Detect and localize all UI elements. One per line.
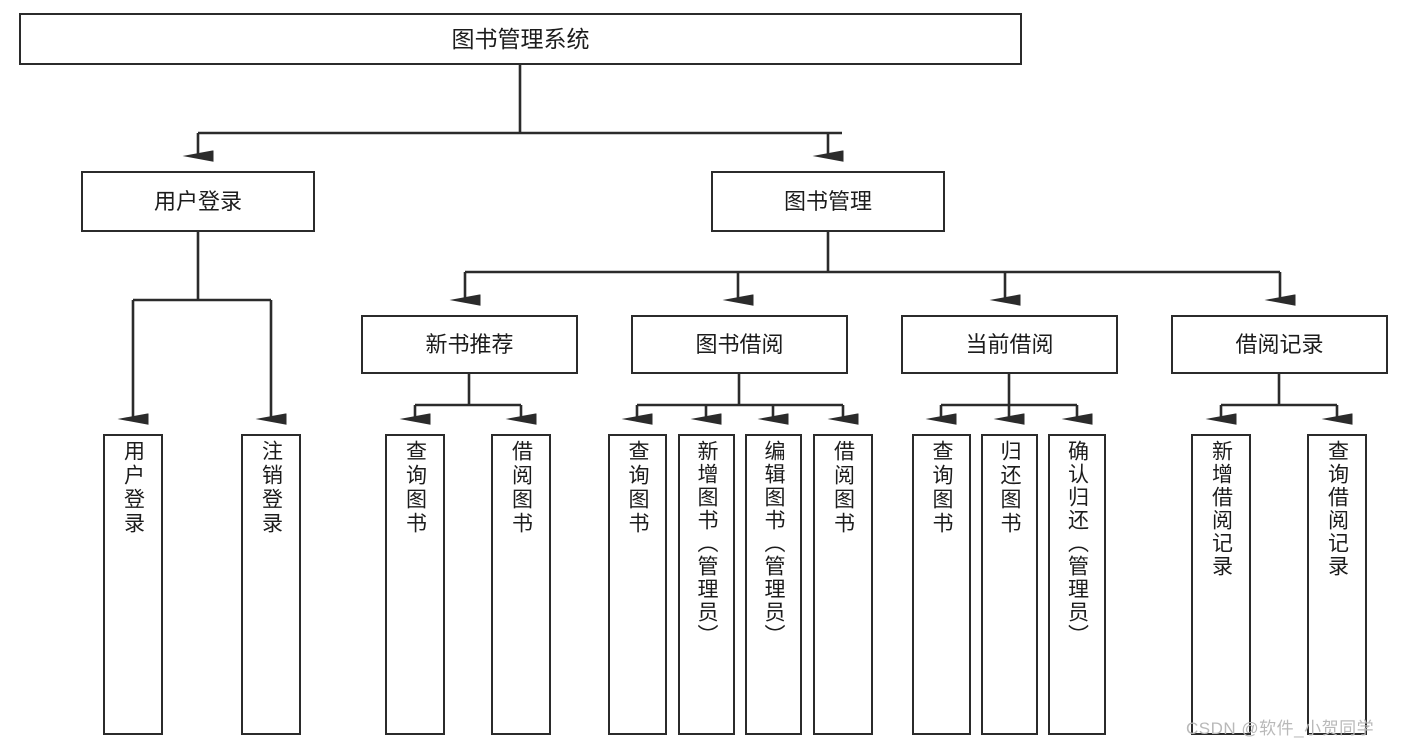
leaf-user-login[interactable]: 用户登录 bbox=[103, 434, 163, 735]
leaf-add-borrow-record[interactable]: 新增借阅记录 bbox=[1191, 434, 1251, 735]
leaf-query-book-current[interactable]: 查询图书 bbox=[912, 434, 971, 735]
node-label: 新增图书（管理员） bbox=[695, 440, 719, 647]
node-label: 新书推荐 bbox=[425, 331, 514, 357]
node-borrow-records[interactable]: 借阅记录 bbox=[1171, 315, 1388, 374]
node-book-borrow[interactable]: 图书借阅 bbox=[631, 315, 848, 374]
leaf-query-borrow-record[interactable]: 查询借阅记录 bbox=[1307, 434, 1367, 735]
leaf-add-book-admin[interactable]: 新增图书（管理员） bbox=[678, 434, 735, 735]
node-label: 新增借阅记录 bbox=[1209, 440, 1233, 578]
node-label: 用户登录 bbox=[153, 188, 242, 214]
node-label: 借阅记录 bbox=[1235, 331, 1324, 357]
leaf-query-book-recommend[interactable]: 查询图书 bbox=[385, 434, 445, 735]
node-label: 图书管理系统 bbox=[451, 25, 590, 52]
node-new-book-recommend[interactable]: 新书推荐 bbox=[361, 315, 578, 374]
node-label: 当前借阅 bbox=[965, 331, 1054, 357]
node-label: 查询图书 bbox=[403, 440, 427, 536]
node-label: 用户登录 bbox=[121, 440, 145, 536]
node-label: 借阅图书 bbox=[509, 440, 533, 536]
leaf-edit-book-admin[interactable]: 编辑图书（管理员） bbox=[745, 434, 802, 735]
node-label: 查询借阅记录 bbox=[1325, 440, 1349, 578]
node-current-borrow[interactable]: 当前借阅 bbox=[901, 315, 1118, 374]
leaf-borrow-book[interactable]: 借阅图书 bbox=[813, 434, 873, 735]
node-label: 借阅图书 bbox=[831, 440, 855, 536]
leaf-query-book-borrow[interactable]: 查询图书 bbox=[608, 434, 667, 735]
node-label: 注销登录 bbox=[259, 440, 283, 536]
node-book-management[interactable]: 图书管理 bbox=[711, 171, 945, 232]
leaf-borrow-book-recommend[interactable]: 借阅图书 bbox=[491, 434, 551, 735]
leaf-return-book[interactable]: 归还图书 bbox=[981, 434, 1038, 735]
node-label: 图书管理 bbox=[783, 188, 872, 214]
node-label: 查询图书 bbox=[930, 440, 954, 536]
csdn-watermark: CSDN @软件_小贺同学 bbox=[1186, 719, 1375, 738]
node-label: 编辑图书（管理员） bbox=[762, 440, 786, 647]
leaf-logout[interactable]: 注销登录 bbox=[241, 434, 301, 735]
node-label: 确认归还（管理员） bbox=[1065, 440, 1089, 647]
node-root-system[interactable]: 图书管理系统 bbox=[19, 13, 1022, 65]
node-label: 归还图书 bbox=[998, 440, 1022, 536]
leaf-confirm-return-admin[interactable]: 确认归还（管理员） bbox=[1048, 434, 1106, 735]
node-label: 图书借阅 bbox=[695, 331, 784, 357]
node-user-login[interactable]: 用户登录 bbox=[81, 171, 315, 232]
node-label: 查询图书 bbox=[626, 440, 650, 536]
